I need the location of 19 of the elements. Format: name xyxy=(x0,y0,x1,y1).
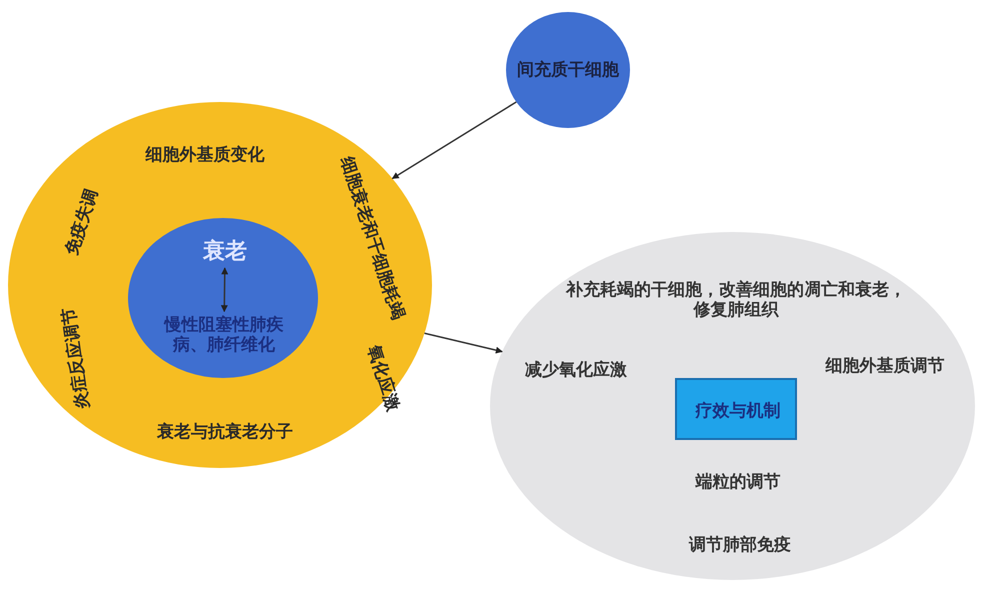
node-label: 细胞外基质调节 xyxy=(826,356,944,376)
node-label: 疗效与机制 xyxy=(696,401,780,422)
arrow xyxy=(392,101,517,180)
node-label: 补充耗竭的干细胞，改善细胞的凋亡和衰老，修复肺组织 xyxy=(566,280,906,320)
node-label: 衰老与抗衰老分子 xyxy=(157,422,293,442)
node-label: 细胞外基质变化 xyxy=(146,145,264,166)
node-label: 氧化应激 xyxy=(362,342,404,414)
node-label: 免疫失调 xyxy=(62,186,102,258)
node-label: 调节肺部免疫 xyxy=(689,535,791,556)
node-label: 端粒的调节 xyxy=(696,472,780,492)
arrow xyxy=(220,267,228,312)
node-label: 间充质干细胞 xyxy=(517,60,619,80)
center-box xyxy=(675,378,797,440)
arrow xyxy=(424,332,503,354)
core-label: 衰老 xyxy=(203,239,247,266)
node-label: 减少氧化应激 xyxy=(525,360,627,380)
node-label: 细胞衰老和干细胞耗竭 xyxy=(336,154,408,322)
node-label: 炎症反应调节 xyxy=(58,306,94,410)
core-label: 慢性阻塞性肺疾病、肺纤维化 xyxy=(162,314,284,356)
